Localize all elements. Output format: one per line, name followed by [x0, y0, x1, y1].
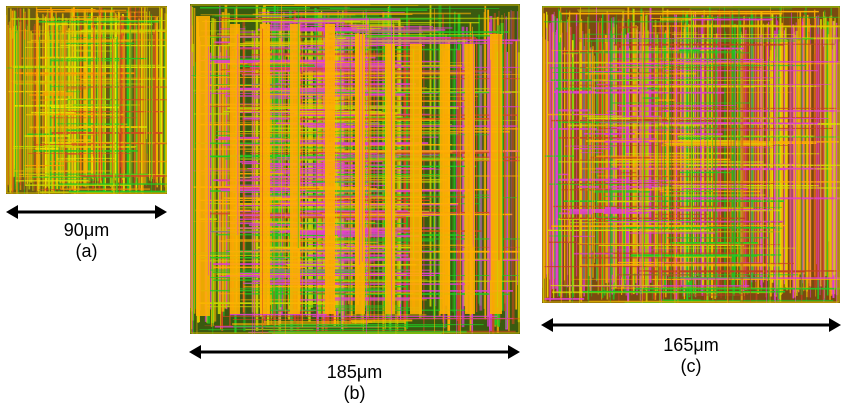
dimension-arrow-c [541, 318, 841, 332]
chip-layout-c [542, 6, 840, 303]
caption-a: (a) [75, 241, 98, 261]
dimension-label-a: 90μm [63, 220, 110, 240]
dimension-arrow-b [189, 345, 520, 359]
chip-layout-b [190, 4, 520, 334]
chip-layout-a [6, 6, 167, 194]
dimension-arrow-a [6, 205, 167, 219]
caption-b: (b) [343, 383, 366, 403]
dimension-label-c: 165μm [663, 335, 719, 355]
layout-panel-b [190, 4, 520, 334]
caption-c: (c) [680, 356, 702, 376]
layout-panel-c [542, 6, 840, 303]
layout-panel-a [6, 6, 167, 194]
dimension-label-b: 185μm [326, 362, 383, 382]
